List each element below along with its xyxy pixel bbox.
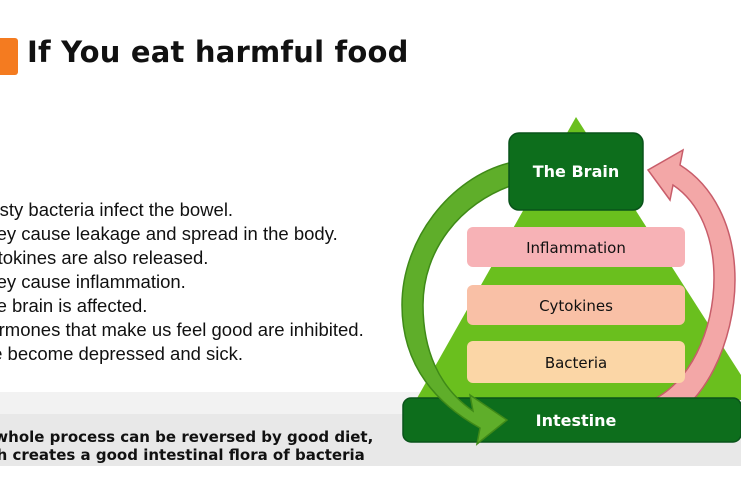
green-cycle-arrow [401, 162, 514, 446]
pink-cycle-arrow [646, 148, 736, 426]
bullet-item: The brain is affected. [0, 295, 148, 316]
footer-line-1: The whole process can be reversed by goo… [0, 428, 374, 446]
bullet-item: They cause inflammation. [0, 271, 186, 292]
brain-label: The Brain [533, 162, 619, 181]
cytokines-box [467, 285, 685, 325]
inflammation-label: Inflammation [526, 239, 626, 257]
brain-box [508, 132, 644, 211]
footer-line-2: which creates a good intestinal flora of… [0, 446, 365, 464]
bullet-item: They cause leakage and spread in the bod… [0, 223, 338, 244]
cytokines-label: Cytokines [539, 297, 613, 315]
bullet-item: Nasty bacteria infect the bowel. [0, 199, 234, 220]
inflammation-box [467, 227, 685, 267]
bullet-item: Cytokines are also released. [0, 247, 209, 268]
intestine-label: Intestine [536, 411, 617, 430]
bacteria-label: Bacteria [545, 354, 607, 372]
title-accent-square [0, 38, 18, 75]
bacteria-box [467, 341, 685, 383]
bullet-item: Hormones that make us feel good are inhi… [0, 319, 364, 340]
bullet-item: We become depressed and sick. [0, 343, 244, 364]
page-title: If You eat harmful food [27, 35, 409, 69]
